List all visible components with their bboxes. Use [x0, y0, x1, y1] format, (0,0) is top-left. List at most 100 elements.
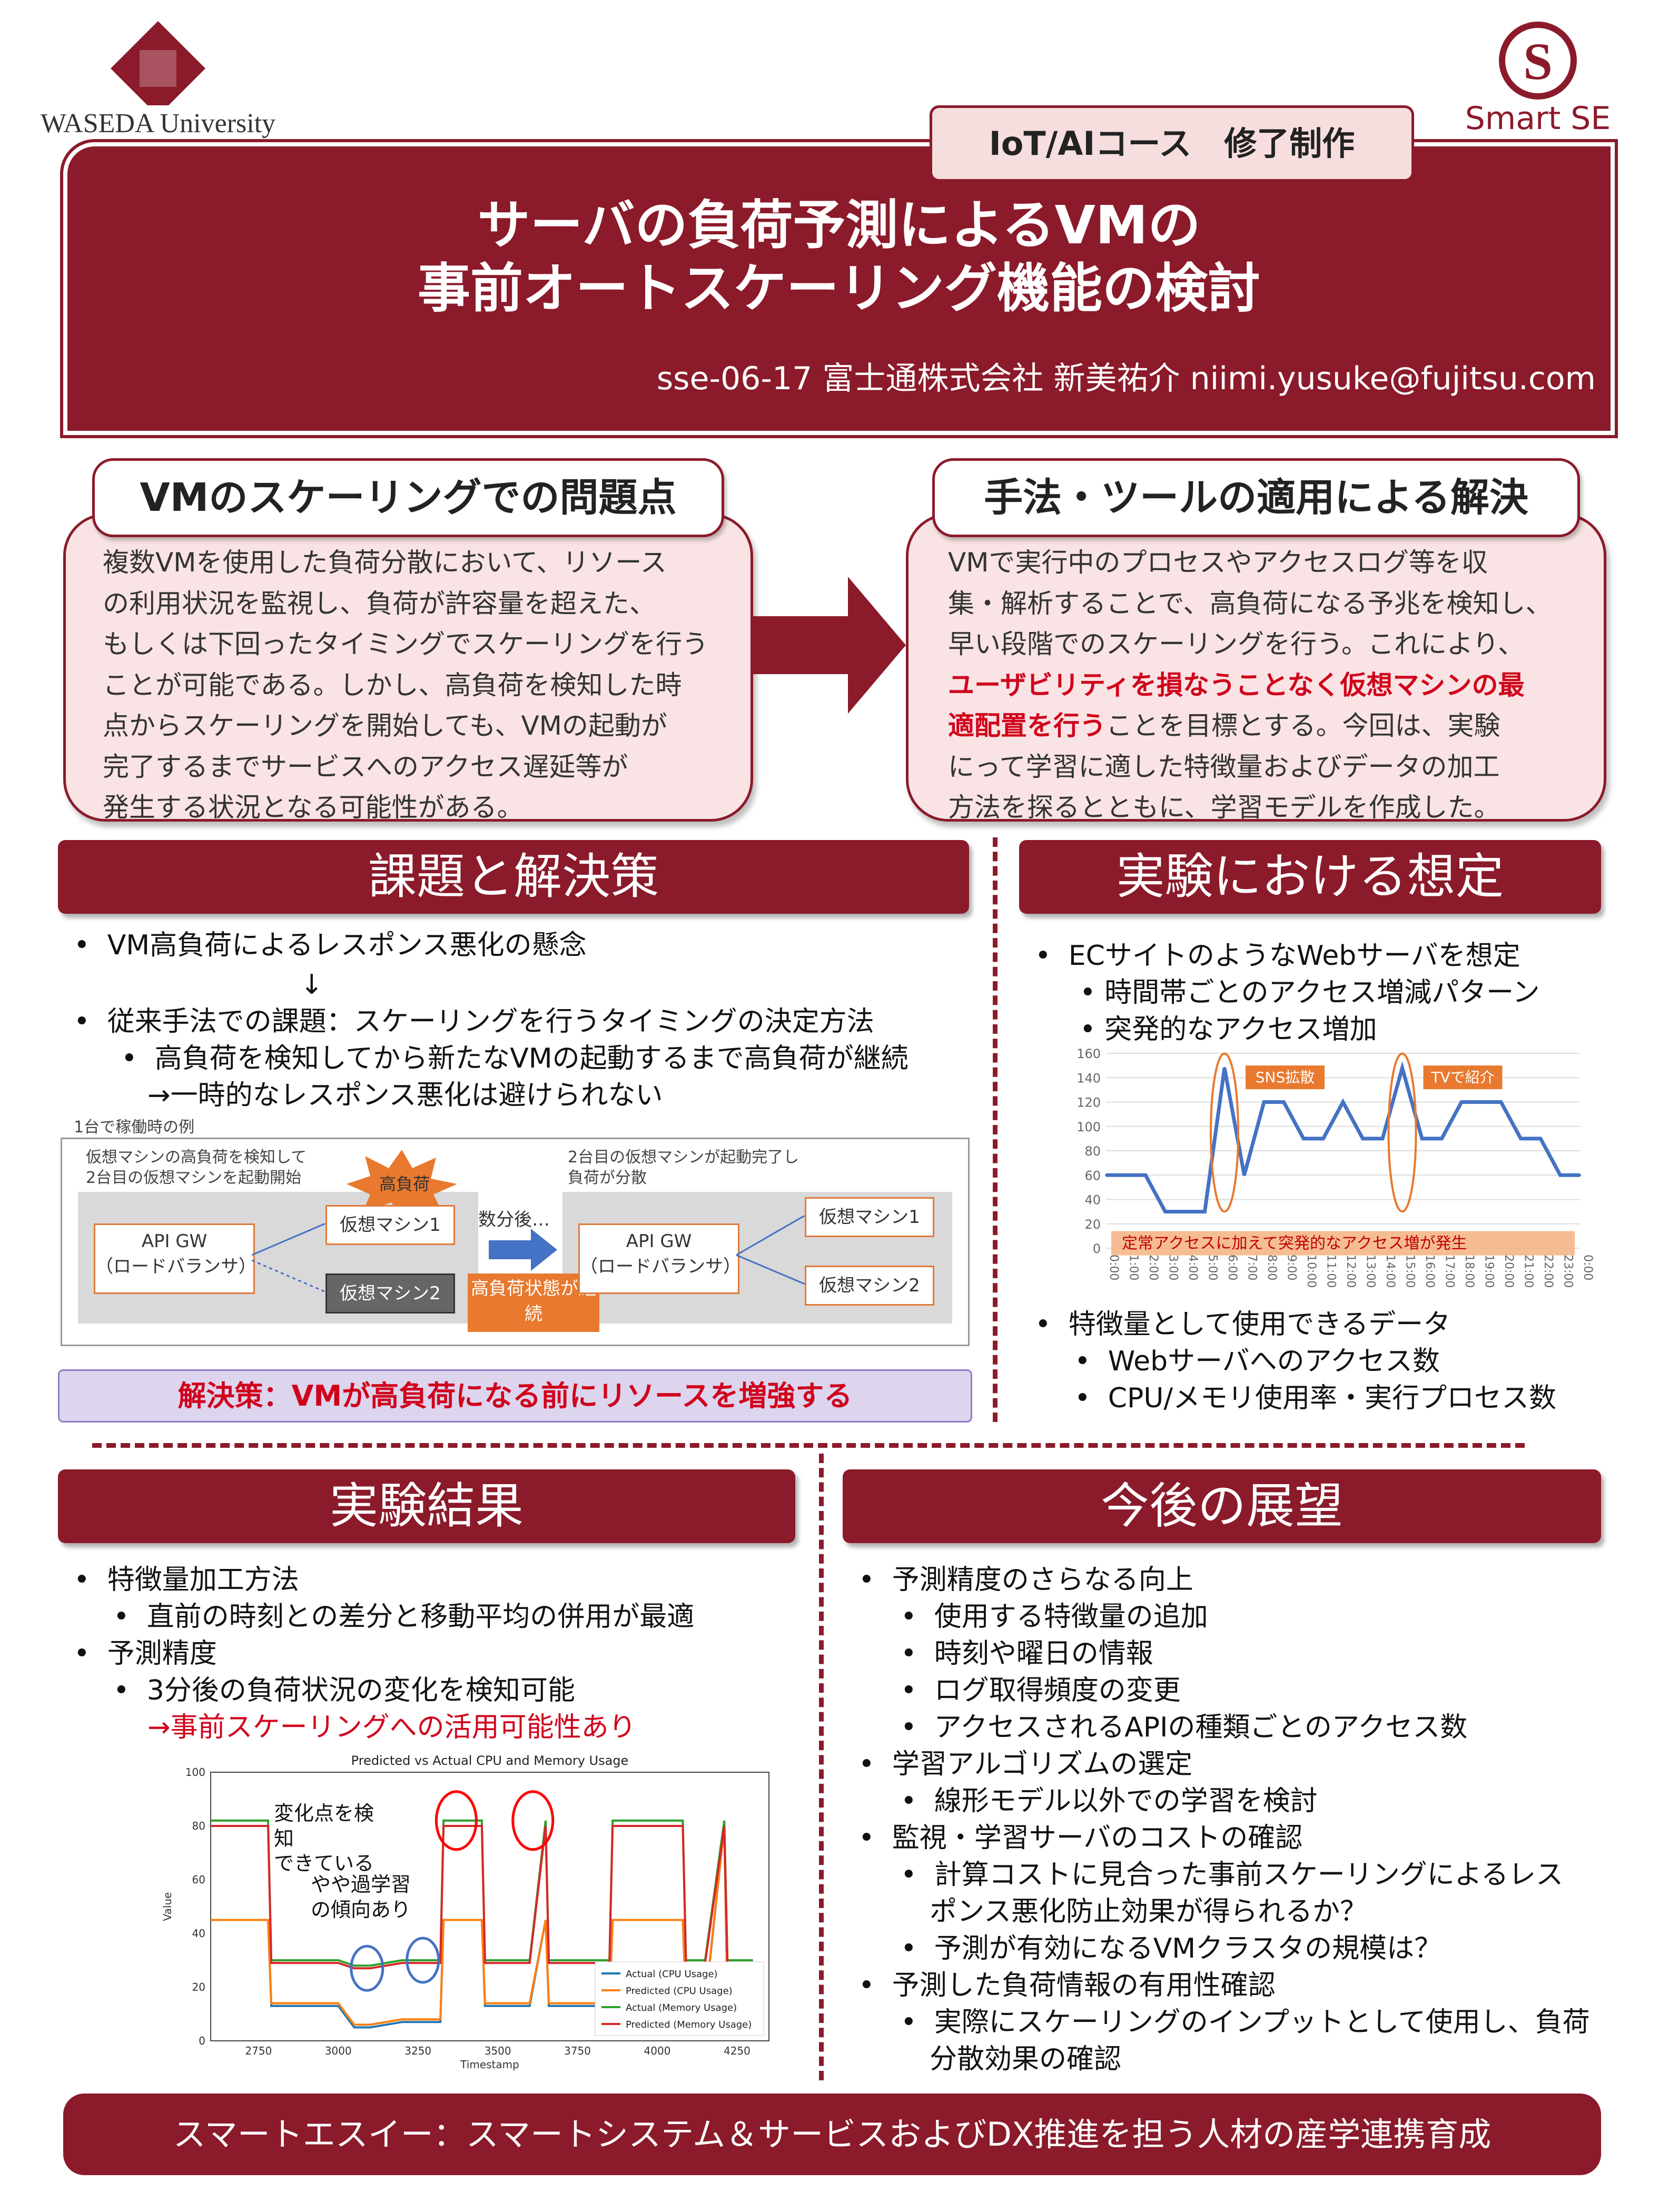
bullet: • VM高負荷によるレスポンス悪化の懸念: [74, 930, 587, 961]
api-gateway-node: API GW （ロードバランサ）: [578, 1223, 741, 1294]
y-axis-label: Value: [161, 1892, 174, 1921]
data-point: [1184, 1210, 1186, 1213]
outlook-item-text: 実際にスケーリングのインプットとして使用し、負荷: [934, 2007, 1590, 2038]
y-tick-label: 60: [192, 1873, 205, 1886]
down-arrow-icon: ↓: [300, 969, 323, 1001]
api-gateway-node: API GW（ロードバランサ）: [94, 1223, 256, 1294]
bullet: • 高負荷を検知してから新たなVMの起動するまで高負荷が継続: [121, 1043, 908, 1074]
x-tick-label: 1:00: [1127, 1255, 1140, 1280]
outlook-item-text: 時刻や曜日の情報: [934, 1638, 1153, 1670]
data-point: [1539, 1137, 1542, 1140]
legend-label: Predicted (CPU Usage): [626, 1986, 733, 1997]
usage-prediction-chart: Predicted vs Actual CPU and Memory Usage…: [161, 1753, 769, 2071]
y-tick-label: 160: [1077, 1046, 1101, 1061]
footer-banner: スマートエスイー：スマートシステム＆サービスおよびDX推進を担う人材の産学連携育…: [63, 2094, 1601, 2175]
waseda-wordmark: WASEDA University: [40, 108, 276, 139]
data-point: [1480, 1101, 1483, 1103]
data-point: [1302, 1137, 1305, 1140]
node-label: API GW: [626, 1231, 692, 1252]
change-point-highlight: [511, 1790, 555, 1851]
node-label: （ロードバランサ）: [580, 1256, 741, 1277]
x-axis-label: Timestamp: [460, 2058, 519, 2071]
outlook-item-text: 予測精度のさらなる向上: [892, 1564, 1193, 1596]
overfit-highlight: [406, 1937, 440, 1984]
data-point: [1144, 1174, 1147, 1177]
section-heading-outlook: 今後の展望: [843, 1469, 1601, 1543]
note-line: 仮想マシンの高負荷を検知して: [86, 1148, 307, 1167]
x-tick-label: 19:00: [1483, 1255, 1496, 1288]
data-point: [1460, 1101, 1463, 1103]
y-tick-label: 120: [1077, 1095, 1101, 1110]
x-tick-label: 3250: [404, 2045, 431, 2057]
solution-line: 早い段階でのスケーリングを行う。これにより、: [948, 629, 1524, 659]
vm1-node: 仮想マシン1: [805, 1197, 934, 1237]
outlook-item: • 予測精度のさらなる向上: [858, 1562, 1193, 1598]
header-banner: サーバの負荷予測によるVMの 事前オートスケーリング機能の検討: [63, 142, 1615, 435]
legend-label: Actual (CPU Usage): [626, 1969, 718, 1980]
bullet-marker: •: [901, 1785, 934, 1817]
tv-label: TVで紹介: [1430, 1069, 1494, 1086]
title-line-1: サーバの負荷予測によるVMの: [477, 194, 1201, 256]
horizontal-divider: [92, 1443, 1525, 1448]
progress-arrow-icon: [489, 1229, 557, 1271]
x-tick-label: 11:00: [1325, 1255, 1338, 1288]
outlook-item: ポンス悪化防止効果が得られるか？: [930, 1893, 1367, 1930]
x-tick-label: 4250: [724, 2045, 750, 2057]
y-tick-label: 60: [1084, 1168, 1101, 1183]
outlook-item: • 予測した負荷情報の有用性確認: [858, 1967, 1276, 2004]
sns-label: SNS拡散: [1256, 1069, 1315, 1086]
data-point: [1342, 1101, 1344, 1103]
x-tick-label: 8:00: [1265, 1255, 1278, 1280]
data-point: [1519, 1137, 1522, 1140]
solution-bar: 解決策：VMが高負荷になる前にリソースを増強する: [58, 1369, 972, 1423]
right-arrow-icon: [753, 577, 906, 714]
problem-line: 発生する状況となる可能性がある。: [103, 792, 524, 823]
data-point: [1361, 1137, 1364, 1140]
course-tag: IoT/AIコース 修了制作: [930, 105, 1414, 182]
change-point-highlight: [434, 1790, 478, 1851]
outlook-item: 分散効果の確認: [930, 2041, 1121, 2078]
outlook-item: • 計算コストに見合った事前スケーリングによるレス: [901, 1856, 1563, 1893]
vm1-node: 仮想マシン1: [325, 1205, 455, 1245]
bullet-text: →一時的なレスポンス悪化は避けられない: [147, 1080, 663, 1111]
y-tick-label: 20: [1084, 1217, 1101, 1232]
section-heading-results: 実験結果: [58, 1469, 795, 1543]
legend-box: [595, 1961, 764, 2036]
tv-label-box: [1423, 1065, 1503, 1090]
diagram-note-left: 仮想マシンの高負荷を検知して 2台目の仮想マシンを起動開始: [86, 1147, 307, 1188]
bullet: • CPU/メモリ使用率・実行プロセス数: [1074, 1382, 1556, 1414]
outlook-item: • 時刻や曜日の情報: [901, 1635, 1153, 1672]
problem-line: 複数VMを使用した負荷分散において、リソース: [103, 547, 667, 578]
x-tick-label: 6:00: [1226, 1255, 1239, 1280]
y-tick-label: 0: [199, 2035, 205, 2047]
problem-line: 完了するまでサービスへのアクセス遅延等が: [103, 751, 628, 782]
annotation-line: 知: [274, 1826, 294, 1850]
outlook-item-text: ポンス悪化防止効果が得られるか？: [930, 1896, 1367, 1928]
problem-line: の利用状況を監視し、負荷が許容量を超えた、: [103, 588, 656, 619]
bullet-text: 3分後の負荷状況の変化を検知可能: [146, 1675, 575, 1706]
solution-line: VMで実行中のプロセスやアクセスログ等を収: [948, 547, 1488, 578]
outlook-item: • ログ取得頻度の変更: [901, 1672, 1181, 1709]
access-series-line: [1106, 1061, 1580, 1214]
solution-line: にって学習に適した特徴量およびデータの加工: [948, 751, 1500, 782]
data-point: [1105, 1174, 1107, 1177]
y-tick-label: 80: [192, 1820, 205, 1832]
node-label: （ロードバランサ）: [95, 1256, 256, 1277]
problem-label: VMのスケーリングでの問題点: [92, 458, 724, 537]
data-point: [1203, 1210, 1206, 1213]
x-tick-label: 3500: [485, 2045, 511, 2057]
sns-label-box: [1246, 1065, 1325, 1090]
note-line: 2台目の仮想マシンを起動開始: [86, 1169, 302, 1187]
still-high-load-badge: 高負荷状態が継続: [468, 1273, 599, 1332]
data-point: [1579, 1174, 1581, 1177]
spike-highlight: [1210, 1052, 1239, 1213]
section-heading-assumptions: 実験における想定: [1019, 840, 1601, 914]
diagram-caption: 1台で稼働時の例: [74, 1118, 195, 1137]
solution-box: [906, 514, 1606, 822]
x-tick-label: 18:00: [1463, 1255, 1476, 1288]
x-tick-label: 12:00: [1344, 1255, 1357, 1288]
bullet-marker: •: [858, 1970, 892, 2001]
x-tick-label: 0:00: [1581, 1255, 1594, 1280]
usage-series-line: [211, 1819, 753, 1967]
